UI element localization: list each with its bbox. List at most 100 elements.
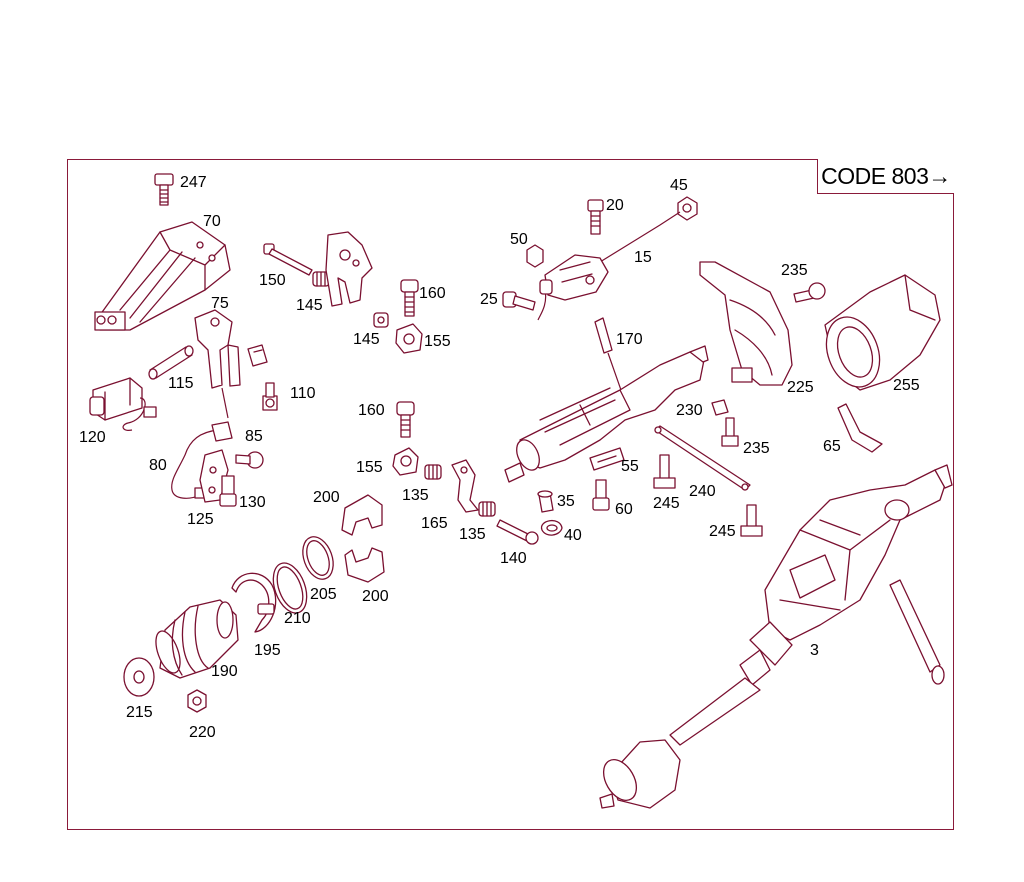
part-115-sleeve — [148, 345, 194, 380]
callout-160-b: 160 — [358, 402, 385, 419]
callout-145-b: 145 — [353, 331, 380, 348]
part-235-screw-b — [721, 417, 739, 447]
part-215-washer — [123, 657, 155, 697]
part-245-bolt-b — [740, 504, 763, 537]
part-160-bolt-b — [396, 401, 415, 438]
part-60-bolt — [592, 479, 610, 511]
callout-75: 75 — [211, 295, 229, 312]
callout-190: 190 — [211, 663, 238, 680]
part-155-clip-a — [395, 323, 423, 354]
callout-200-b: 200 — [362, 588, 389, 605]
callout-235-b: 235 — [743, 440, 770, 457]
part-210-ring — [272, 562, 308, 614]
part-85-screw — [235, 451, 264, 469]
callout-195: 195 — [254, 642, 281, 659]
part-140-pin — [496, 519, 539, 545]
callout-25: 25 — [480, 291, 498, 308]
callout-60: 60 — [615, 501, 633, 518]
part-55-clip — [589, 447, 625, 471]
callout-247: 247 — [180, 174, 207, 191]
part-240-strap — [654, 425, 751, 491]
part-165-lever — [451, 459, 479, 513]
callout-135-b: 135 — [459, 526, 486, 543]
part-205-ring — [302, 536, 334, 580]
part-75-lever — [194, 309, 241, 419]
diagram-frame — [67, 159, 954, 830]
part-145-nut-b — [373, 312, 389, 328]
part-3-steering-column — [599, 464, 953, 809]
part-center-column-housing — [504, 345, 709, 483]
part-235-screw-a — [793, 282, 826, 303]
callout-225: 225 — [787, 379, 814, 396]
callout-150: 150 — [259, 272, 286, 289]
callout-245-a: 245 — [653, 495, 680, 512]
part-bracket-upper — [325, 231, 373, 307]
part-110-screw — [262, 382, 278, 411]
callout-65: 65 — [823, 438, 841, 455]
callout-55: 55 — [621, 458, 639, 475]
callout-70: 70 — [203, 213, 221, 230]
part-65-bracket — [837, 403, 883, 453]
part-25-bolt — [502, 291, 536, 311]
callout-80: 80 — [149, 457, 167, 474]
callout-110: 110 — [290, 385, 316, 402]
callout-15: 15 — [634, 249, 652, 266]
callout-35: 35 — [557, 493, 575, 510]
part-120-motor — [89, 377, 157, 431]
callout-135-a: 135 — [402, 487, 429, 504]
part-20-bolt — [587, 199, 604, 235]
part-15-actuator — [537, 211, 681, 321]
part-230-clip — [711, 399, 729, 416]
part-135-nut-a — [424, 464, 442, 480]
part-160-bolt-a — [400, 279, 419, 317]
callout-85: 85 — [245, 428, 263, 445]
callout-200-a: 200 — [313, 489, 340, 506]
callout-165: 165 — [421, 515, 448, 532]
part-clip-small — [247, 344, 268, 367]
part-130-bolt — [219, 475, 237, 507]
callout-235-a: 235 — [781, 262, 808, 279]
callout-205: 205 — [310, 586, 337, 603]
callout-20: 20 — [606, 197, 624, 214]
part-225-shroud — [699, 261, 793, 386]
callout-3: 3 — [810, 642, 819, 659]
part-150-bolt — [263, 243, 313, 276]
callout-50: 50 — [510, 231, 528, 248]
part-200-shell-a — [341, 494, 383, 536]
part-220-nut — [187, 689, 207, 713]
part-200-shell-b — [344, 547, 385, 583]
callout-45: 45 — [670, 177, 688, 194]
part-190-boot — [155, 599, 239, 679]
callout-210: 210 — [284, 610, 311, 627]
part-80-cable — [171, 421, 233, 499]
part-50-nut — [526, 244, 544, 268]
part-245-bolt-a — [653, 454, 676, 489]
callout-245-b: 245 — [709, 523, 736, 540]
part-155-clip-b — [392, 447, 419, 476]
part-195-clamp — [231, 572, 277, 633]
part-45-nut — [677, 196, 698, 221]
callout-120: 120 — [79, 429, 106, 446]
callout-115: 115 — [168, 375, 194, 392]
callout-155-b: 155 — [356, 459, 383, 476]
part-135-nut-b — [478, 501, 496, 517]
callout-130: 130 — [239, 494, 266, 511]
part-70-bracket — [94, 221, 231, 331]
callout-40: 40 — [564, 527, 582, 544]
callout-155-a: 155 — [424, 333, 451, 350]
callout-160-a: 160 — [419, 285, 446, 302]
callout-220: 220 — [189, 724, 216, 741]
code-label: CODE 803→ — [817, 159, 954, 194]
part-40-ring — [540, 520, 563, 536]
part-35-sleeve — [537, 490, 554, 513]
callout-125: 125 — [187, 511, 214, 528]
part-255-cover — [824, 274, 941, 391]
callout-170: 170 — [616, 331, 643, 348]
callout-240: 240 — [689, 483, 716, 500]
callout-255: 255 — [893, 377, 920, 394]
callout-140: 140 — [500, 550, 527, 567]
part-247-bolt — [154, 173, 174, 206]
callout-145-a: 145 — [296, 297, 323, 314]
callout-215: 215 — [126, 704, 153, 721]
